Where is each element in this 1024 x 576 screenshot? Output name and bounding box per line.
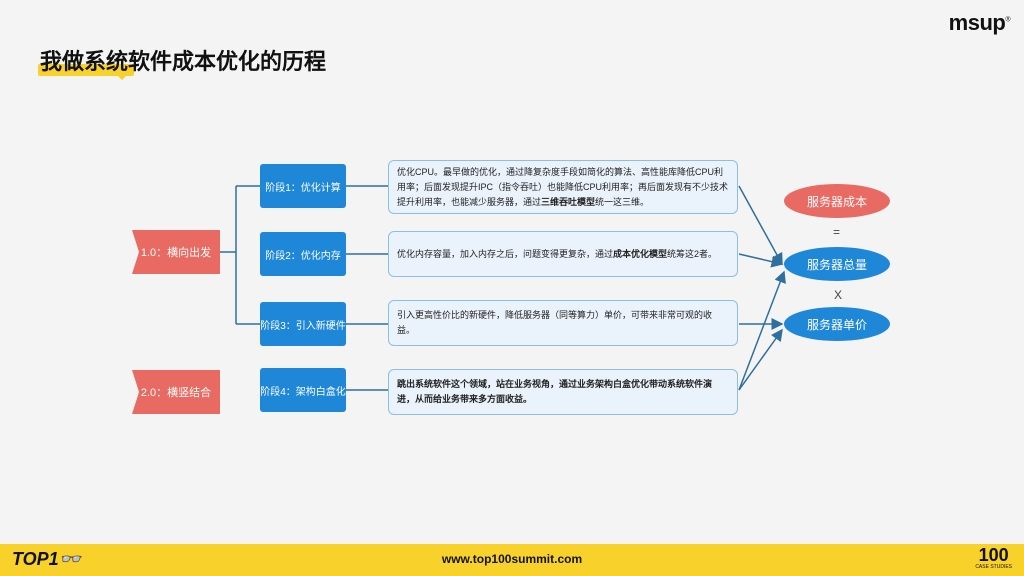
arrow-d1-total [738, 185, 783, 266]
stage-2-box: 阶段2：优化内存 [260, 232, 346, 276]
stage-4-box: 阶段4：架构白盒化 [260, 368, 346, 412]
description-2: 优化内存容量，加入内存之后，问题变得更复杂，通过成本优化模型统筹这2者。 [388, 231, 738, 277]
server-unit-price-ellipse: 服务器单价 [784, 307, 890, 341]
stage-1-box: 阶段1：优化计算 [260, 164, 346, 208]
title-highlight [38, 64, 134, 80]
arrow-d4-unit [738, 328, 783, 391]
stage-3-box: 阶段3：引入新硬件 [260, 302, 346, 346]
desc-2-bold: 成本优化模型 [613, 248, 668, 259]
desc-1-bold: 三维吞吐模型 [541, 196, 596, 207]
desc-2-tail: 统筹这2者。 [667, 248, 718, 259]
desc-1-tail: 统一这三维。 [595, 196, 650, 207]
case-caption: CASE STUDIES [975, 564, 1012, 570]
server-total-ellipse: 服务器总量 [784, 247, 890, 281]
tag-horizontal: 1.0：横向出发 [132, 230, 220, 274]
bracket-line [220, 185, 260, 325]
footer-url: www.top100summit.com [441, 552, 583, 566]
case-number: 100 [978, 545, 1009, 565]
server-cost-ellipse: 服务器成本 [784, 184, 890, 218]
description-3: 引入更高性价比的新硬件，降低服务器（同等算力）单价，可带来非常可观的收益。 [388, 300, 738, 346]
case-studies-logo: 100 CASE STUDIES [975, 546, 1012, 570]
desc-2-text: 优化内存容量，加入内存之后，问题变得更复杂，通过 [397, 248, 614, 259]
registered-mark: ® [1005, 16, 1010, 24]
description-1: 优化CPU。最早做的优化，通过降复杂度手段如简化的算法、高性能库降低CPU利用率… [388, 160, 738, 214]
msup-logo: msup® [948, 10, 1011, 36]
tag-horizontal-vertical: 2.0：横竖结合 [132, 370, 220, 414]
arrow-d4-total [738, 270, 786, 391]
desc-4-bold: 跳出系统软件这个领域，站在业务视角，通过业务架构白盒优化带动系统软件演进，从而给… [397, 379, 713, 404]
desc-1-text: 优化CPU。最早做的优化，通过降复杂度手段如简化的算法、高性能库降低CPU利用率… [397, 166, 729, 207]
footer-bar: TOP1👓 www.top100summit.com 100 CASE STUD… [0, 544, 1024, 576]
top100-logo: TOP1👓 [12, 549, 82, 569]
description-4: 跳出系统软件这个领域，站在业务视角，通过业务架构白盒优化带动系统软件演进，从而给… [388, 369, 738, 415]
logo-text: msup [948, 10, 1006, 35]
equals-sign: = [833, 225, 841, 239]
page-title: 我做系统软件成本优化的历程 [40, 49, 327, 74]
times-sign: X [834, 288, 843, 302]
arrow-d2-total [738, 253, 784, 268]
desc-3-text: 引入更高性价比的新硬件，降低服务器（同等算力）单价，可带来非常可观的收益。 [397, 310, 713, 335]
